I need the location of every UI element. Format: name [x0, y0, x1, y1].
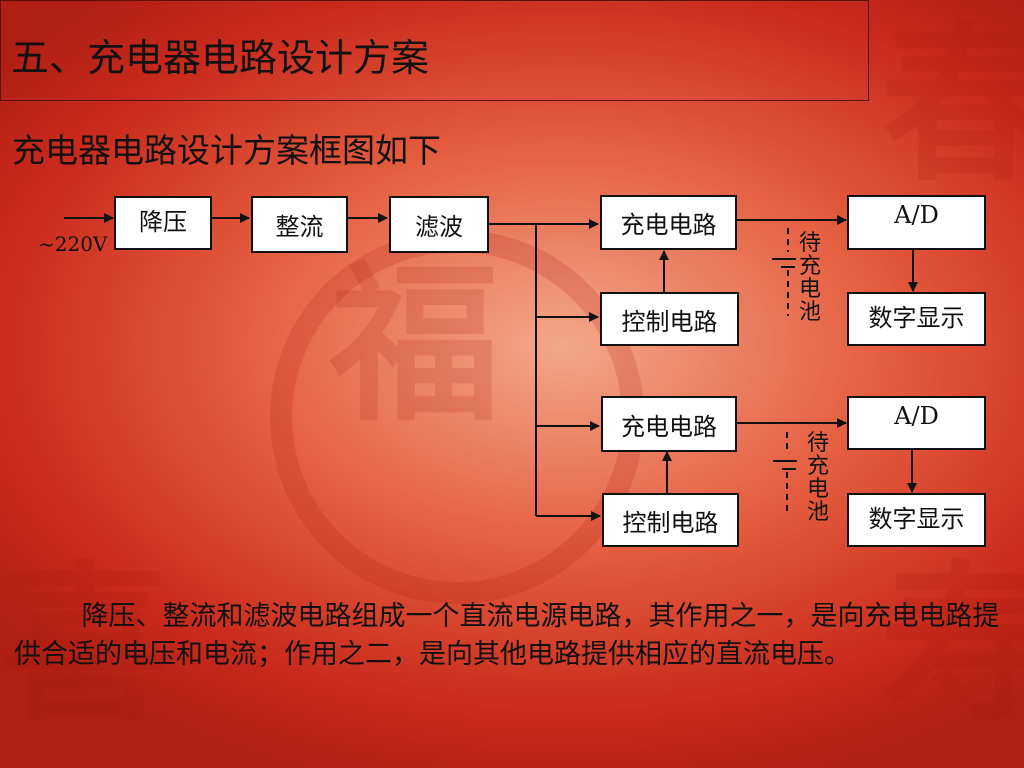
ad-converter-block-1: A/D — [847, 195, 986, 250]
background-calligraphy-decoration: 寿 — [880, 545, 1024, 745]
slide-subtitle: 充电器电路设计方案框图如下 — [12, 131, 441, 170]
battery-label-2: 待充电池 — [806, 431, 829, 525]
charge-circuit-block-2: 充电电路 — [601, 396, 737, 452]
input-voltage-label: ~220V — [38, 232, 108, 256]
control-circuit-block-1: 控制电路 — [600, 292, 739, 346]
background-calligraphy-decoration: 福 — [330, 245, 501, 445]
ad-converter-block-2: A/D — [847, 396, 986, 450]
description-paragraph: 降压、整流和滤波电路组成一个直流电源电路，其作用之一，是向充电电路提供合适的电压… — [14, 601, 1000, 670]
control-circuit-block-2: 控制电路 — [602, 493, 739, 547]
battery-label-1: 待充电池 — [798, 231, 821, 325]
background-calligraphy-decoration: 喜 — [0, 545, 171, 745]
digital-display-block-1: 数字显示 — [847, 292, 986, 346]
rectifier-block: 整流 — [251, 196, 348, 253]
charge-circuit-block-1: 充电电路 — [600, 195, 737, 250]
filter-block: 滤波 — [389, 196, 489, 253]
background-calligraphy-decoration: 春 — [880, 5, 1024, 205]
slide-title: 五、充电器电路设计方案 — [11, 36, 430, 80]
step-down-block: 降压 — [114, 196, 212, 250]
digital-display-block-2: 数字显示 — [847, 493, 986, 547]
title-frame: 五、充电器电路设计方案 — [0, 0, 869, 101]
